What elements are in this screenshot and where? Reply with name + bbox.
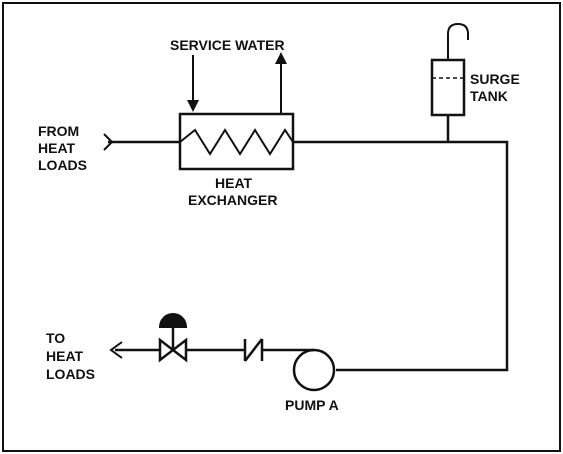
- control-valve-symbol: [158, 313, 188, 363]
- to-heat-loads-label-3: LOADS: [46, 366, 95, 382]
- centrifugal-pump-symbol: [285, 348, 336, 392]
- outlet-pipe: [109, 341, 160, 359]
- from-heat-loads-label-1: FROM: [38, 123, 79, 139]
- inlet-pipe: [103, 133, 180, 151]
- check-valve-symbol: [186, 338, 285, 362]
- to-heat-loads-label-2: HEAT: [46, 348, 84, 364]
- surge-tank-label-1: SURGE: [470, 71, 520, 87]
- from-heat-loads-label-3: LOADS: [38, 157, 87, 173]
- heat-exchanger-label-2: EXCHANGER: [188, 192, 277, 208]
- service-water-label: SERVICE WATER: [170, 37, 285, 53]
- main-pipe: [293, 140, 509, 372]
- from-heat-loads-label-2: HEAT: [38, 140, 76, 156]
- service-water-out-arrow: [275, 52, 287, 114]
- surge-tank-label-2: TANK: [470, 88, 508, 104]
- service-water-in-arrow: [187, 55, 199, 112]
- to-heat-loads-label-1: TO: [46, 330, 65, 346]
- pump-label: PUMP A: [285, 397, 339, 413]
- heat-exchanger-label-1: HEAT: [215, 175, 253, 191]
- surge-tank-symbol: [430, 22, 469, 142]
- heat-exchanger-symbol: [178, 112, 295, 171]
